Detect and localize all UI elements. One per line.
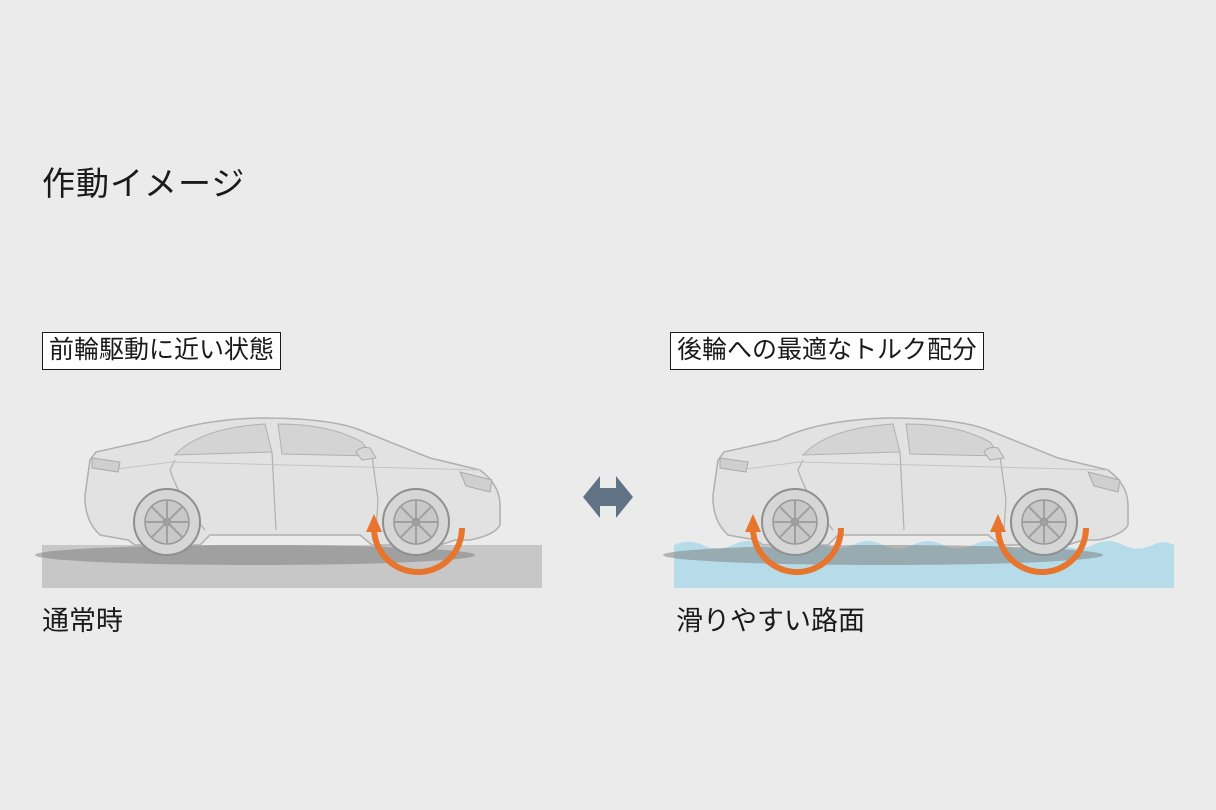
page-title: 作動イメージ [42,164,246,203]
rear-torque-distribution-label-top: 後輪への最適なトルク配分 [670,332,985,370]
front-drive-state-label-top: 前輪駆動に近い状態 [42,332,282,370]
car-left [34,417,501,566]
normal-condition-caption: 通常時 [42,606,123,637]
switch-arrow-icon [583,476,633,518]
slippery-road-caption: 滑りやすい路面 [676,606,865,637]
car-right [662,417,1129,566]
